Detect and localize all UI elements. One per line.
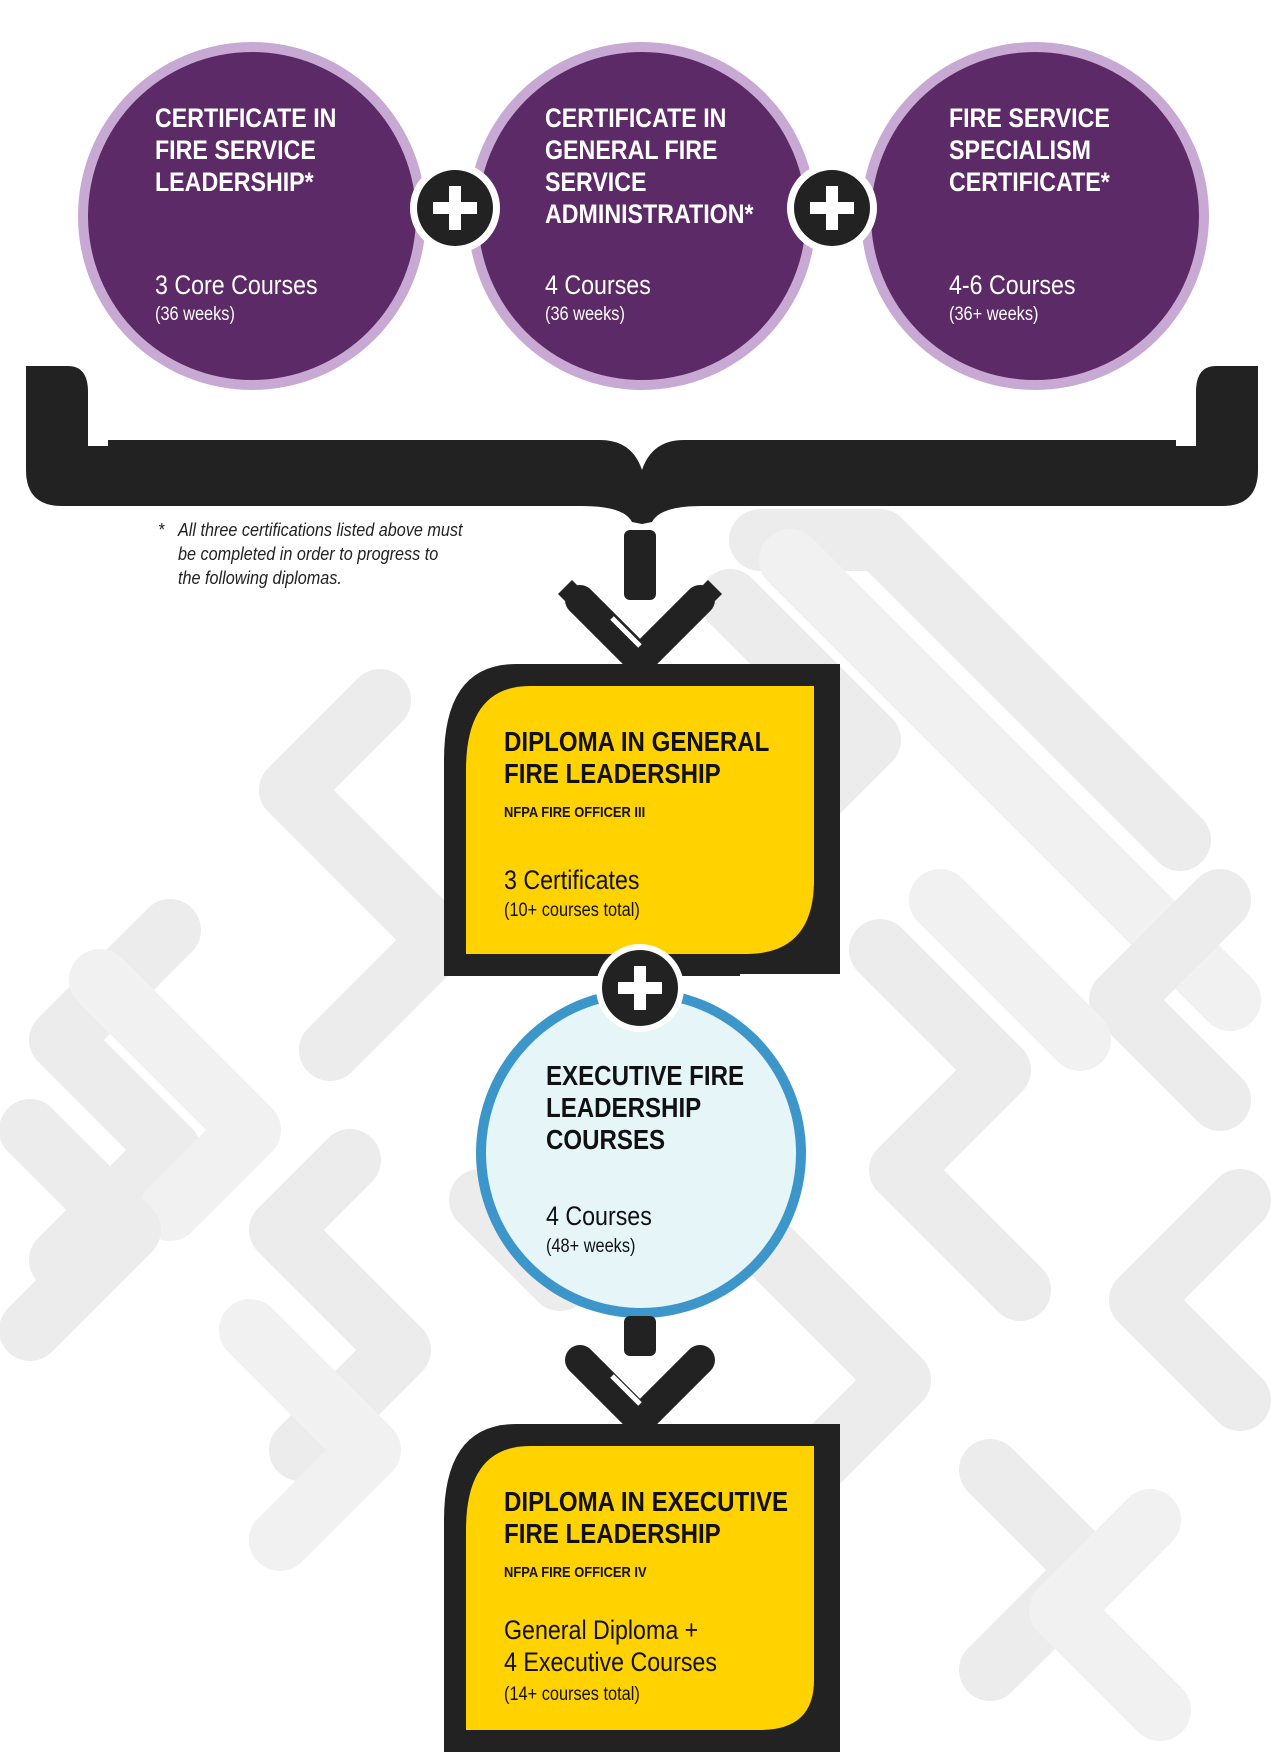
pattern-link (739, 1219, 931, 1491)
plus-icon (787, 163, 877, 253)
pattern-link (0, 1099, 161, 1361)
footnote-text: All three certifications listed above mu… (178, 518, 494, 590)
diploma-general-duration: (10+ courses total) (504, 900, 640, 921)
certificate-1-title-line: CERTIFICATE IN (155, 103, 337, 133)
certificate-2-circle (478, 52, 806, 380)
executive-courses-duration: (48+ weeks) (546, 1236, 636, 1257)
chevron-down-arrow-icon (558, 530, 722, 676)
executive-courses-title-line: EXECUTIVE FIRE (546, 1060, 745, 1091)
certificate-2-text: CERTIFICATE IN GENERAL FIRE SERVICE ADMI… (545, 102, 788, 230)
diploma-executive-title: DIPLOMA IN EXECUTIVE FIRE LEADERSHIP (504, 1486, 834, 1550)
executive-courses-circle (486, 998, 796, 1308)
diploma-general-title: DIPLOMA IN GENERAL FIRE LEADERSHIP (504, 726, 813, 790)
diploma-general-fill (466, 686, 814, 954)
footnote-marker: * (158, 520, 165, 540)
pattern-link (1029, 1489, 1191, 1741)
executive-courses-title-line: LEADERSHIP (546, 1092, 702, 1123)
certificate-2-title-line: CERTIFICATE IN (545, 103, 727, 133)
diploma-executive-title-line: DIPLOMA IN EXECUTIVE (504, 1486, 789, 1517)
pattern-link (909, 869, 1111, 1071)
certificate-3-title-line: FIRE SERVICE (949, 103, 1110, 133)
diploma-executive-title-line: FIRE LEADERSHIP (504, 1518, 721, 1549)
certificate-2-title-line: GENERAL FIRE (545, 135, 718, 165)
certificate-1-course-count: 3 Core Courses (155, 270, 318, 300)
diploma-executive-count-line: General Diploma + (504, 1615, 699, 1645)
executive-courses-count: 4 Courses (546, 1201, 652, 1231)
certificate-3-title-line: SPECIALISM (949, 135, 1091, 165)
pattern-link (69, 949, 281, 1241)
certificate-3-circle (871, 52, 1199, 380)
certificate-3-course-count: 4-6 Courses (949, 270, 1076, 300)
bracket-shape (26, 366, 1258, 524)
certificate-1-title-line: LEADERSHIP* (155, 167, 314, 197)
certificate-1-duration: (36 weeks) (155, 304, 235, 325)
plus-icon (596, 944, 684, 1032)
certificate-3-text: FIRE SERVICE SPECIALISM CERTIFICATE* (949, 102, 1136, 198)
certificate-3-duration: (36+ weeks) (949, 304, 1039, 325)
executive-courses-title-line: COURSES (546, 1124, 666, 1155)
pattern-link (849, 919, 1051, 1321)
diploma-executive-count: General Diploma + 4 Executive Courses (504, 1614, 752, 1678)
diploma-executive-fill (466, 1446, 814, 1730)
diploma-executive-count-line: 4 Executive Courses (504, 1647, 717, 1677)
chevron-down-arrow-icon (565, 1316, 715, 1435)
pattern-link (1109, 1169, 1271, 1431)
certificate-2-title-line: SERVICE (545, 167, 647, 197)
footnote-line: be completed in order to progress to (178, 544, 439, 564)
executive-courses-title: EXECUTIVE FIRE LEADERSHIP COURSES (546, 1060, 776, 1156)
diploma-general-count: 3 Certificates (504, 865, 640, 895)
certificate-1-text: CERTIFICATE IN FIRE SERVICE LEADERSHIP* (155, 102, 366, 198)
plus-icon (410, 163, 500, 253)
diploma-executive-subtitle: NFPA FIRE OFFICER IV (504, 1564, 647, 1581)
pattern-link (259, 669, 471, 1081)
pattern-link (729, 509, 1211, 871)
diploma-general-title-line: DIPLOMA IN GENERAL (504, 726, 770, 757)
footnote-line: All three certifications listed above mu… (178, 520, 463, 540)
pattern-link (1089, 869, 1251, 1131)
certificate-2-title-line: ADMINISTRATION* (545, 199, 754, 229)
pattern-link (219, 1299, 401, 1571)
certificate-3-title-line: CERTIFICATE* (949, 167, 1110, 197)
diploma-general-title-line: FIRE LEADERSHIP (504, 758, 721, 789)
diploma-general-subtitle: NFPA FIRE OFFICER III (504, 804, 646, 821)
certificate-2-duration: (36 weeks) (545, 304, 625, 325)
footnote-line: the following diplomas. (178, 568, 342, 588)
diploma-executive-duration: (14+ courses total) (504, 1684, 640, 1705)
certificate-1-title-line: FIRE SERVICE (155, 135, 316, 165)
certificate-2-course-count: 4 Courses (545, 270, 651, 300)
certificate-1-circle (88, 52, 416, 380)
